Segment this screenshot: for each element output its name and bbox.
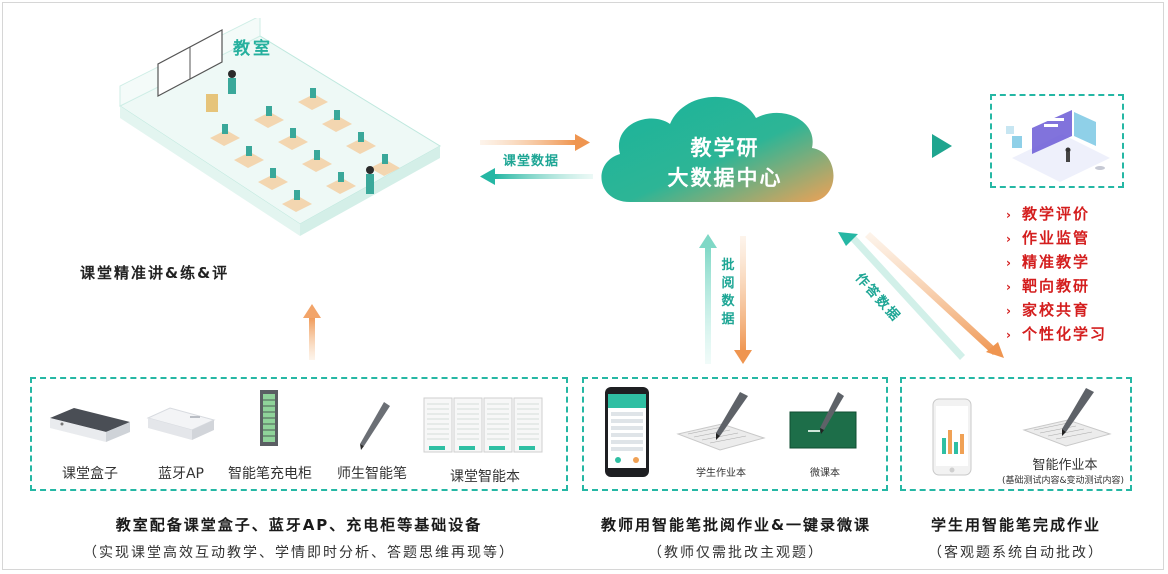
classroom-box-image xyxy=(50,408,130,442)
student-homework-image xyxy=(676,392,766,451)
panel-student xyxy=(900,377,1132,491)
student-figure xyxy=(338,172,344,182)
panel-title-teacher: 教师用智能笔批阅作业&一键录微课 xyxy=(600,516,872,534)
bluetooth-ap-image xyxy=(146,407,216,440)
desk xyxy=(322,116,352,132)
desk xyxy=(370,160,400,176)
panel-title-student: 学生用智能笔完成作业 xyxy=(930,516,1101,534)
notebook-page xyxy=(483,397,513,453)
function-item: › 作业监管 xyxy=(1006,227,1090,248)
panel-title-devices: 教室配备课堂盒子、蓝牙AP、充电柜等基础设备 xyxy=(115,516,483,534)
desk xyxy=(278,134,308,150)
function-item: › 精准教学 xyxy=(1006,251,1090,272)
student-figure xyxy=(222,124,228,134)
notebook-page xyxy=(513,397,543,453)
function-item: › 家校共育 xyxy=(1006,299,1090,320)
function-item-label: 教学评价 xyxy=(1022,205,1091,223)
chevron-right-icon: › xyxy=(1006,256,1013,270)
desk xyxy=(210,130,240,146)
student-figure xyxy=(310,88,316,98)
device-label-3: 师生智能笔 xyxy=(337,466,407,482)
student-item-label-0: 智能作业本 xyxy=(1032,458,1098,473)
student-figure xyxy=(314,150,320,160)
chevron-right-icon: › xyxy=(1006,232,1013,246)
smart-homework-image xyxy=(1022,388,1112,447)
function-item: › 靶向教研 xyxy=(1006,275,1090,296)
notebook-page xyxy=(453,397,483,453)
classroom-label: 教室 xyxy=(233,39,273,59)
chevron-right-icon: › xyxy=(1006,280,1013,294)
desk xyxy=(346,138,376,154)
student-figure xyxy=(266,106,272,116)
device-label-4: 课堂智能本 xyxy=(450,469,520,485)
student-phone-image xyxy=(932,398,972,476)
student-item-label-1: (基础测试内容&变动测试内容) xyxy=(1001,476,1125,486)
device-label-1: 蓝牙AP xyxy=(157,466,205,482)
panel-subtitle-devices: （实现课堂高效互动教学、学情即时分析、答题思维再现等） xyxy=(83,545,515,561)
teacher-item-label-0: 学生作业本 xyxy=(696,468,746,479)
student-figure xyxy=(358,132,364,142)
function-item-label: 作业监管 xyxy=(1022,229,1091,247)
panel-subtitle-teacher: （教师仅需批改主观题） xyxy=(648,545,824,561)
notebook-page xyxy=(423,397,453,453)
desk xyxy=(234,152,264,168)
dashboard-illustration xyxy=(1006,110,1110,182)
device-label-0: 课堂盒子 xyxy=(62,466,118,482)
function-item-label: 靶向教研 xyxy=(1022,277,1091,295)
student-figure xyxy=(382,154,388,164)
desk xyxy=(326,178,356,194)
desk xyxy=(302,156,332,172)
student-figure xyxy=(294,190,300,200)
phone-app-image xyxy=(605,387,649,477)
classroom-illustration xyxy=(118,18,441,236)
device-label-2: 智能笔充电柜 xyxy=(228,466,312,482)
chevron-right-icon: › xyxy=(1006,208,1013,222)
function-item-label: 精准教学 xyxy=(1022,253,1091,271)
teacher-item-label-1: 微课本 xyxy=(810,468,840,479)
desk xyxy=(298,94,328,110)
dashboard-box xyxy=(990,94,1124,188)
student-figure xyxy=(246,146,252,156)
desk xyxy=(254,112,284,128)
panel-subtitle-student: （客观题系统自动批改） xyxy=(928,545,1104,561)
classroom-caption: 课堂精准讲&练&评 xyxy=(80,264,230,282)
chevron-right-icon: › xyxy=(1006,328,1013,342)
cloud-title-line1: 教学研 xyxy=(690,136,760,160)
flow-label-review-data: 批阅数据 xyxy=(721,258,735,327)
charging-cabinet-image xyxy=(260,390,278,446)
panel-teacher xyxy=(582,377,888,491)
function-item: › 教学评价 xyxy=(1006,203,1090,224)
chevron-right-icon: › xyxy=(1006,304,1013,318)
student-figure xyxy=(290,128,296,138)
cloud-title-line2: 大数据中心 xyxy=(667,166,783,190)
smart-notebook-image xyxy=(423,397,543,453)
smart-pen-image xyxy=(360,402,390,450)
micro-lesson-image xyxy=(789,392,857,449)
function-item-label: 个性化学习 xyxy=(1022,325,1108,343)
flow-label-classroom-data: 课堂数据 xyxy=(503,154,560,169)
desk xyxy=(282,196,312,212)
student-figure xyxy=(334,110,340,120)
function-item: › 个性化学习 xyxy=(1006,323,1107,344)
panel-classroom-devices xyxy=(30,377,568,491)
desk xyxy=(258,174,288,190)
function-item-label: 家校共育 xyxy=(1022,301,1091,319)
student-figure xyxy=(270,168,276,178)
